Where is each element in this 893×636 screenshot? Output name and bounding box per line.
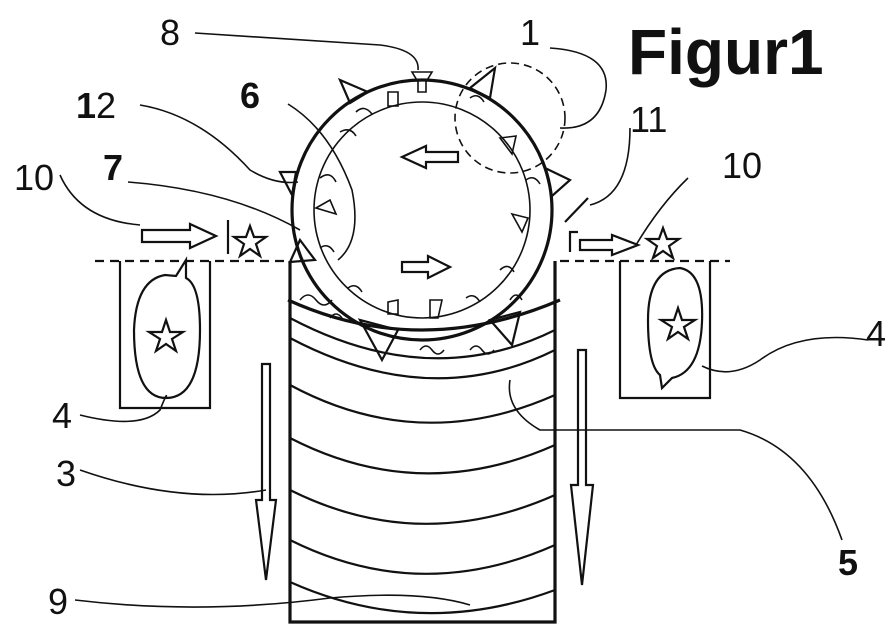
label-12-bold: 1: [76, 85, 96, 126]
trench-layers: [289, 317, 556, 615]
figure-title: Figur1: [628, 16, 824, 88]
spoil-debris: [299, 294, 523, 355]
star-icon: [657, 304, 699, 342]
rotating-drum: [278, 62, 572, 363]
arrow-right-icon: [140, 220, 270, 259]
leader-lines: [59, 32, 869, 608]
arrow-right-icon: [564, 197, 683, 261]
left-pit: [118, 256, 212, 410]
arrow-down-icon: [569, 348, 595, 586]
label-6: 6: [240, 75, 260, 116]
label-10-left: 10: [14, 157, 54, 198]
label-5: 5: [838, 542, 858, 583]
label-9: 9: [48, 581, 68, 622]
right-bag: [646, 266, 704, 391]
star-icon: [145, 316, 187, 354]
label-4-left: 4: [52, 395, 72, 436]
arrow-down-icon: [254, 362, 278, 581]
label-10-right: 10: [722, 145, 762, 186]
arrow-left-icon: [399, 144, 460, 170]
trench: [287, 261, 561, 624]
star-icon: [230, 222, 270, 259]
label-1: 1: [520, 12, 540, 53]
arrow-right-icon: [400, 254, 453, 280]
label-12: 12: [76, 85, 116, 126]
label-12-rest: 2: [96, 85, 116, 126]
label-4-right: 4: [866, 313, 886, 354]
left-bag: [132, 256, 202, 400]
star-icon: [643, 224, 683, 261]
right-pit: [618, 261, 712, 400]
label-7: 7: [103, 147, 123, 188]
label-8: 8: [160, 12, 180, 53]
label-3: 3: [56, 453, 76, 494]
label-11: 11: [630, 99, 667, 140]
